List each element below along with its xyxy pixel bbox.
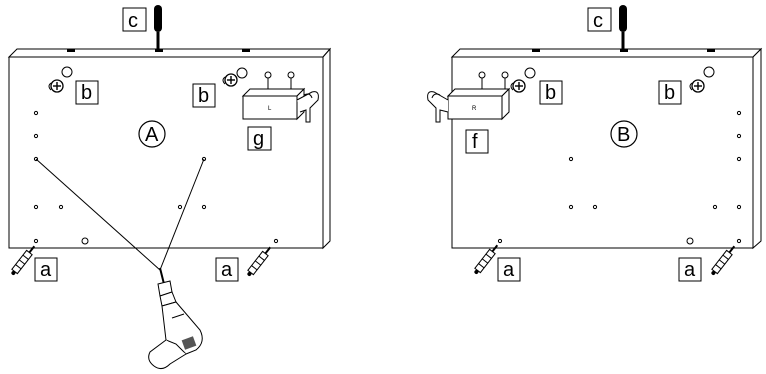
label-a-box-2: [215, 257, 239, 282]
screw-icon: [474, 244, 499, 275]
label-g-box: [247, 126, 272, 151]
label-f-box: [465, 129, 489, 154]
screw-icon: [247, 246, 272, 277]
panel-a-right-edge: [322, 47, 331, 250]
label-b-box: [539, 80, 563, 105]
label-a-2: a: [684, 259, 696, 281]
label-c-box: [122, 7, 147, 32]
screwdriver-icon: [619, 5, 627, 50]
label-a-2: a: [221, 259, 233, 281]
label-a-box-2: [678, 257, 702, 282]
cam-lock-icon: [48, 79, 64, 93]
panel-a: c b b: [7, 5, 332, 370]
screw-icon: [711, 245, 736, 276]
label-g: g: [253, 128, 264, 150]
panel-b-right-edge: [752, 47, 762, 250]
label-b-box: [75, 80, 99, 105]
bracket-mark: L: [268, 106, 272, 112]
drill-icon: [148, 267, 203, 370]
drill-guide-line: [35, 158, 161, 271]
bracket-icon: R: [427, 71, 511, 123]
label-a-box: [497, 257, 521, 282]
cam-lock-icon: [510, 79, 526, 93]
label-b-2: b: [664, 82, 675, 104]
label-c: c: [593, 10, 603, 32]
label-a-box: [34, 257, 58, 282]
panel-a-marker: [138, 120, 166, 148]
panel-b: c R: [427, 5, 763, 282]
screw-icon: [11, 245, 36, 276]
label-c: c: [128, 10, 138, 32]
label-a: a: [503, 259, 515, 281]
cam-lock-icon: [689, 79, 705, 93]
label-b-box-2: [658, 80, 682, 105]
label-b: b: [81, 82, 92, 104]
panel-b-board: [451, 56, 754, 249]
cam-lock-icon: [222, 73, 238, 87]
panel-a-top-edge: [7, 48, 332, 58]
label-b-box-2: [192, 83, 216, 108]
label-c-box: [587, 7, 612, 32]
panel-b-marker: [610, 120, 638, 148]
drill-guide-line: [159, 158, 205, 271]
panel-a-label: A: [145, 124, 159, 146]
label-b-2: b: [198, 85, 209, 107]
label-b: b: [545, 82, 556, 104]
panel-b-label: B: [617, 124, 630, 146]
bracket-icon: L: [241, 71, 319, 123]
label-a: a: [40, 259, 52, 281]
label-f: f: [472, 131, 478, 153]
bracket-mark: R: [472, 106, 477, 112]
screwdriver-icon: [154, 5, 162, 50]
